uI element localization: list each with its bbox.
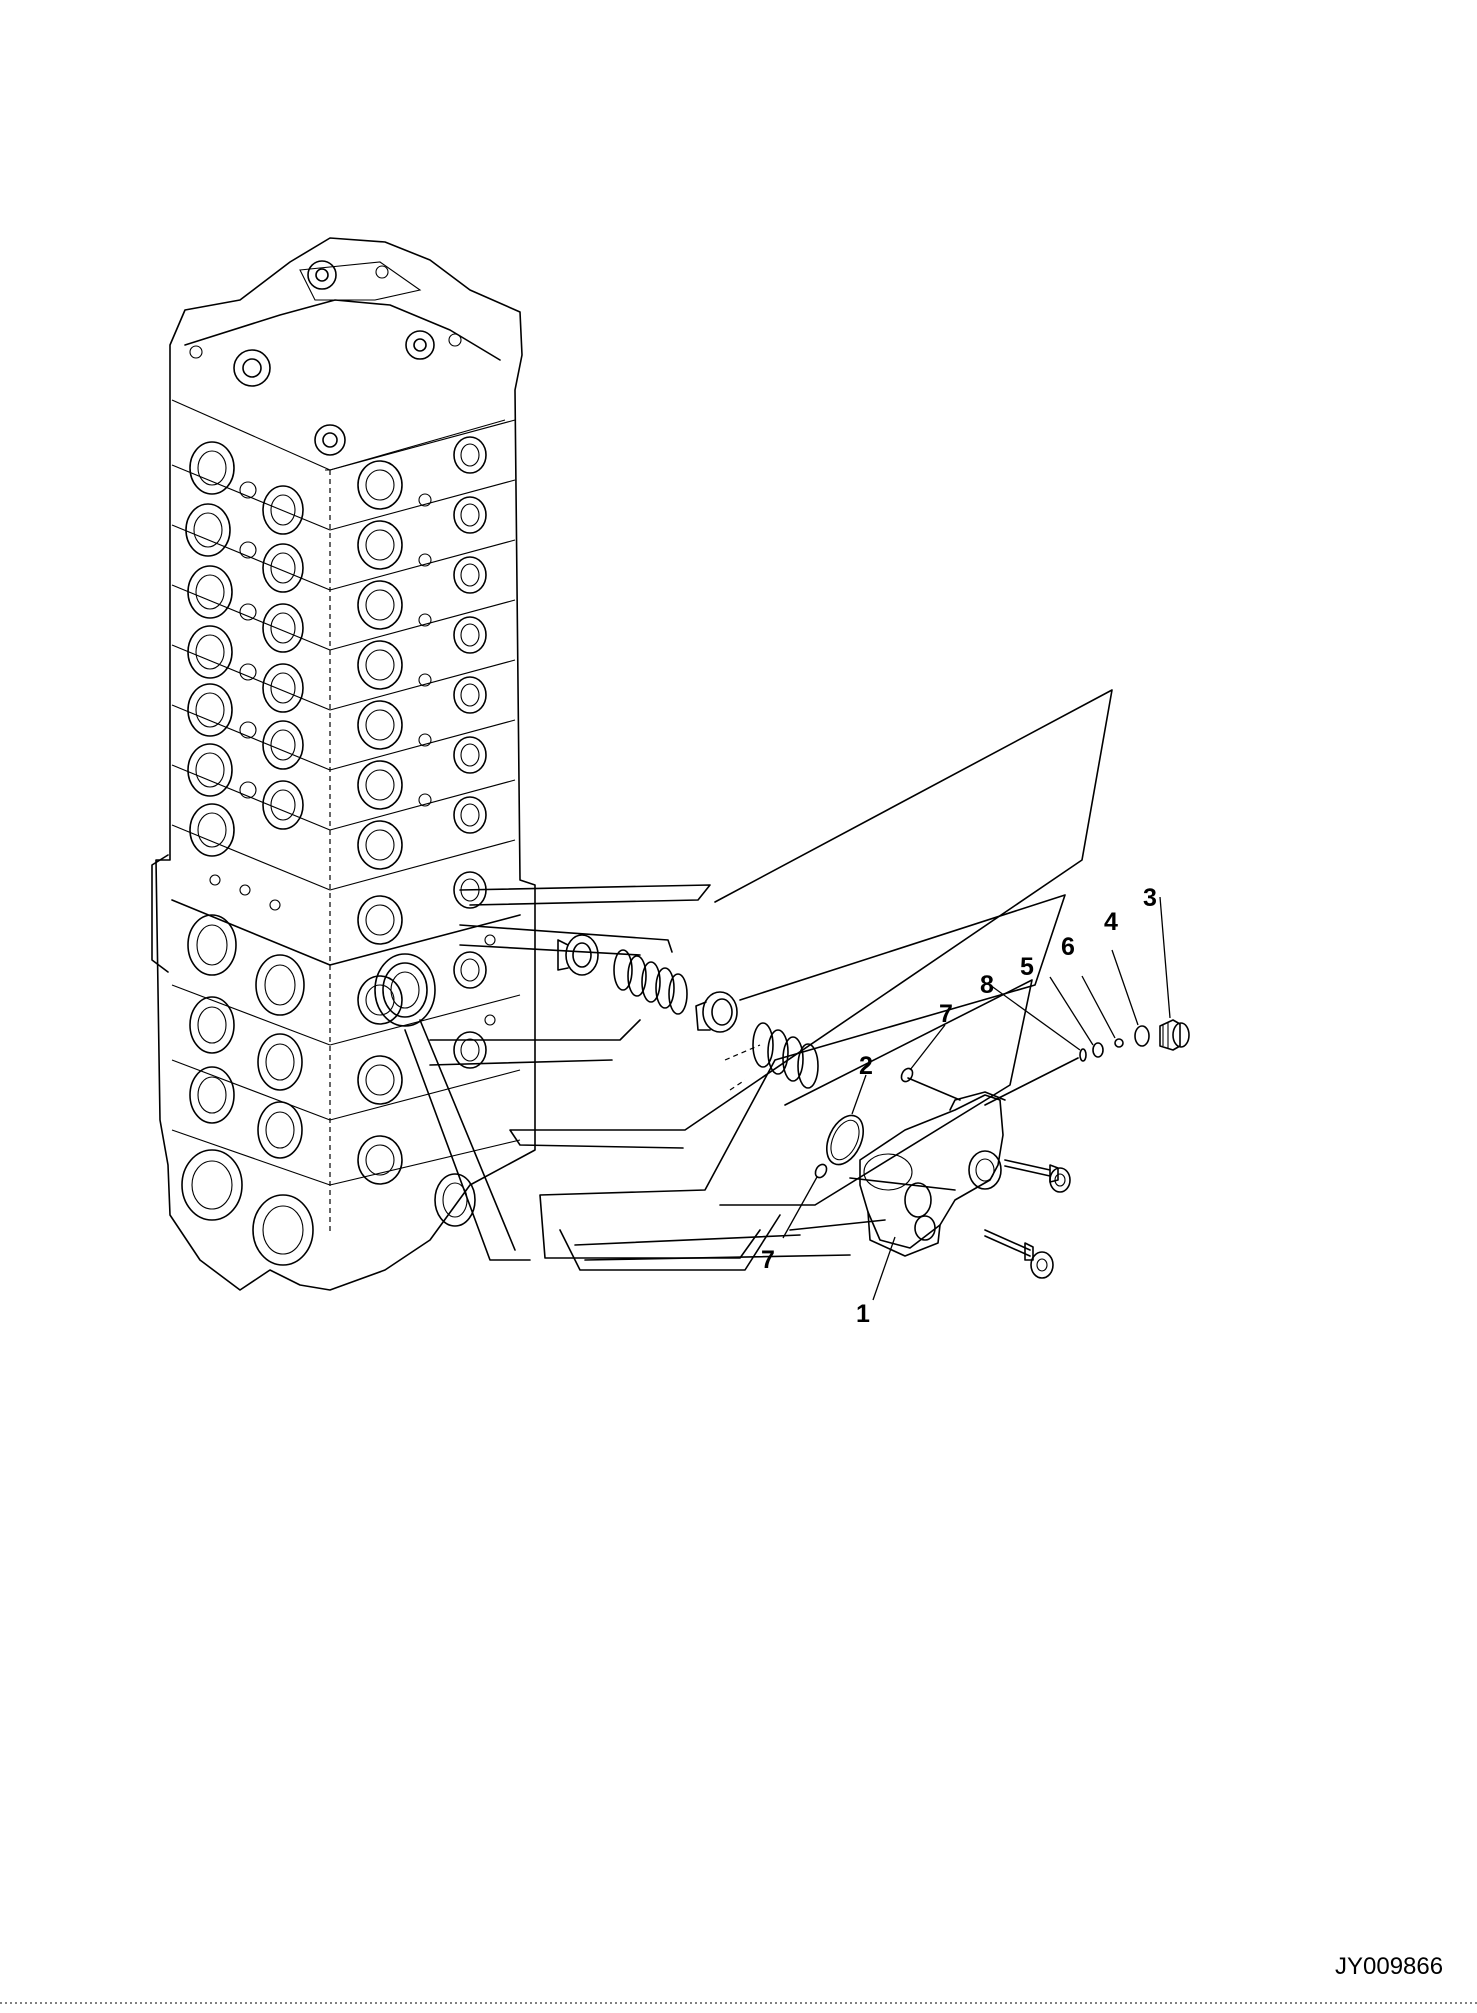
callout-4: 4	[1104, 908, 1118, 936]
spool-bore	[374, 953, 436, 1027]
mounting-bolt-lower	[984, 1229, 1054, 1279]
callout-7-lower: 7	[761, 1246, 775, 1274]
mounting-bolt-upper	[1004, 1159, 1071, 1193]
spring-1	[613, 949, 688, 1015]
small-poppet	[1092, 1042, 1104, 1058]
callout-7-upper: 7	[939, 1000, 953, 1028]
plug-o-ring	[1134, 1025, 1150, 1047]
callout-6: 6	[1061, 933, 1075, 961]
threaded-plug	[1159, 1019, 1190, 1051]
drawing-id: JY009866	[1335, 1953, 1443, 1980]
callout-3: 3	[1143, 884, 1157, 912]
callout-2: 2	[859, 1052, 873, 1080]
callout-labels: 1 2 3 4 5 6 7 7 8	[761, 884, 1157, 1328]
small-pin	[1079, 1048, 1087, 1062]
left-face-ports	[171, 399, 331, 1266]
exploded-parts	[557, 934, 1190, 1279]
callout-leaders	[782, 896, 1171, 1301]
steel-ball	[1114, 1038, 1124, 1048]
spool-seat	[557, 934, 599, 976]
callout-5: 5	[1020, 953, 1034, 981]
small-o-ring-lower	[814, 1163, 828, 1179]
large-o-ring	[826, 1114, 864, 1166]
small-o-ring-upper	[900, 1067, 914, 1083]
callout-1: 1	[856, 1300, 870, 1328]
spring-case-cover	[859, 1091, 1006, 1257]
retainer-ring	[695, 991, 738, 1033]
callout-8: 8	[980, 971, 994, 999]
spring-2	[752, 1022, 819, 1089]
right-face-ports	[329, 419, 521, 1227]
control-valve-block	[151, 237, 536, 1291]
reference-lines	[404, 689, 1113, 1271]
